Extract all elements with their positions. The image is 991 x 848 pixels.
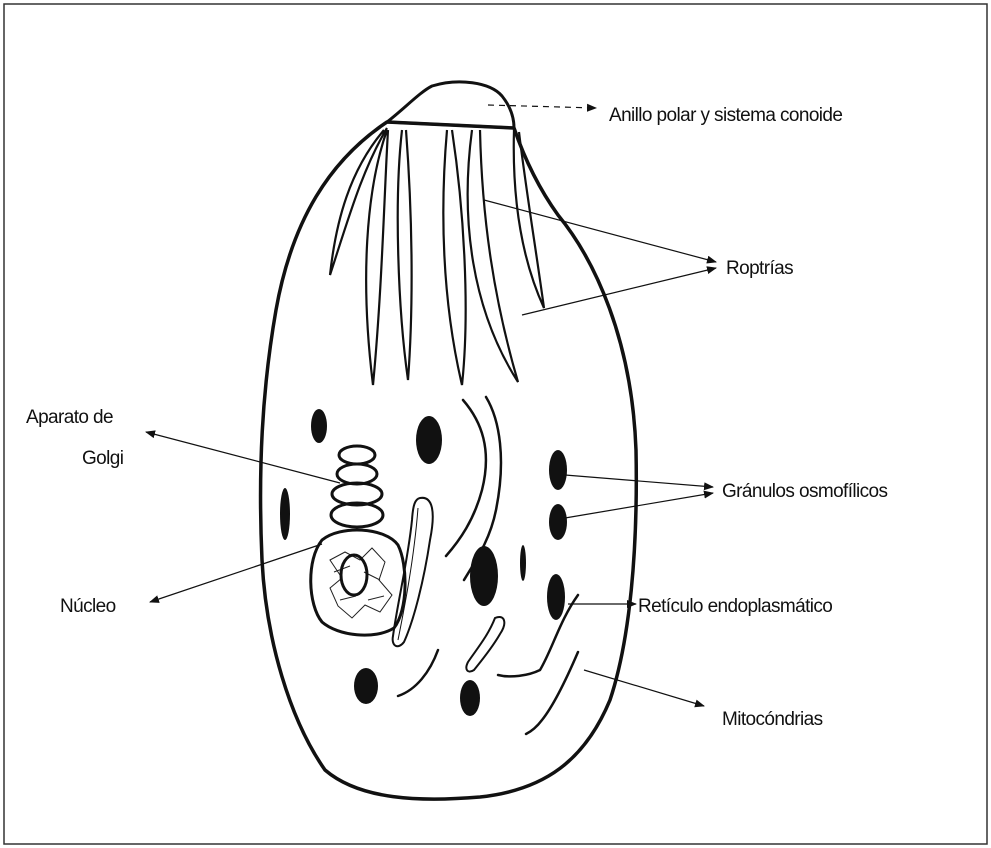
leader-lines (146, 105, 716, 706)
arrow-polar-ring (488, 105, 596, 108)
rhoptry-1 (330, 128, 387, 275)
label-mitochondria: Mitocóndrias (722, 709, 823, 730)
wavy-organelle (466, 617, 504, 672)
arrow-rhoptry-lower (522, 268, 716, 315)
arrow-mito (584, 670, 704, 706)
label-er: Retículo endoplasmático (638, 596, 832, 617)
rhoptry-3 (398, 130, 412, 380)
arrow-granule-upper (565, 475, 713, 487)
rhoptries (330, 128, 544, 385)
rhoptry-2 (366, 130, 388, 385)
nucleus (311, 530, 405, 635)
label-polar-ring: Anillo polar y sistema conoide (609, 105, 842, 126)
golgi-apparatus (331, 446, 383, 527)
cell-membrane (261, 122, 637, 799)
dense-granules (280, 409, 567, 716)
rhoptry-6 (514, 130, 544, 308)
label-nucleus: Núcleo (60, 596, 116, 617)
arrow-golgi (146, 432, 340, 483)
rhoptry-5 (468, 130, 518, 382)
label-golgi-line1: Aparato de (26, 407, 113, 428)
elongated-organelle (393, 498, 433, 646)
polar-ring-line (387, 122, 514, 128)
label-granules: Gránulos osmofílicos (722, 481, 888, 502)
arrow-nucleus (150, 544, 322, 602)
arrow-rhoptry-upper (484, 200, 716, 262)
rhoptry-4 (443, 130, 465, 385)
arrow-granule-lower (565, 493, 713, 518)
label-golgi-line2: Golgi (82, 448, 123, 469)
nucleolus (341, 555, 367, 595)
apical-cap (387, 82, 514, 128)
label-rhoptries: Roptrías (726, 258, 793, 279)
